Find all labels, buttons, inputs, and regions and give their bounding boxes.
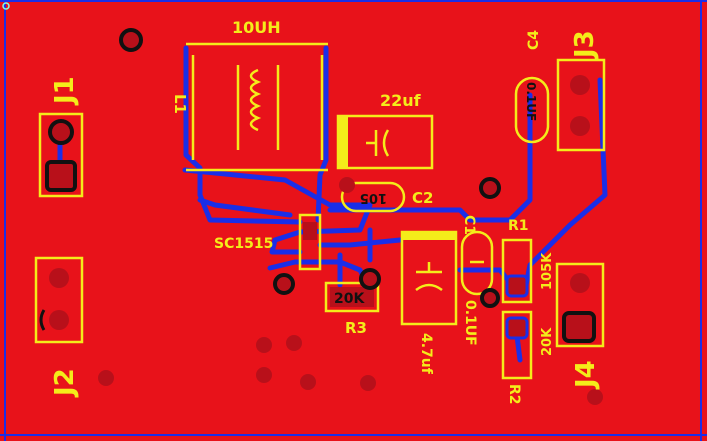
label-R1-value: 105K	[540, 252, 555, 290]
vias	[98, 28, 603, 405]
label-R2-designator: R2	[506, 384, 522, 405]
label-C2-designator: C2	[412, 189, 433, 207]
resistor-R2	[501, 310, 533, 380]
connector-J2	[34, 256, 84, 344]
capacitor-22uf	[336, 114, 434, 170]
label-R1-designator: R1	[508, 218, 529, 234]
capacitor-C2	[340, 181, 406, 213]
label-U1: SC1515	[214, 236, 273, 252]
connector-J4	[555, 262, 605, 348]
label-C4-value: 0.1UF	[524, 82, 538, 121]
label-C1-designator: C1	[461, 215, 477, 235]
inductor-L1	[183, 42, 329, 172]
connector-J1	[38, 112, 84, 198]
label-C1-value: 0.1UF	[462, 300, 478, 346]
ic-U1	[298, 213, 322, 271]
label-L1-value: 10UH	[232, 18, 281, 37]
label-J4: J4	[571, 360, 601, 390]
label-R3-value: 20K	[334, 291, 365, 307]
label-R2-value: 20K	[540, 327, 555, 356]
origin-marker	[2, 2, 10, 10]
label-J2: J2	[50, 368, 80, 398]
label-R3-designator: R3	[345, 319, 367, 337]
label-J1: J1	[50, 76, 80, 106]
capacitor-C4	[514, 76, 550, 144]
label-L1-designator: L1	[171, 94, 189, 114]
label-J3: J3	[570, 30, 600, 60]
label-22uf: 22uf	[380, 91, 422, 110]
capacitor-4-7uf	[400, 230, 458, 326]
resistor-R3	[324, 281, 380, 313]
capacitor-C1	[460, 230, 494, 296]
label-C4-designator: C4	[526, 30, 542, 50]
label-4-7uf: 4.7uf	[418, 333, 434, 375]
label-C2-value: 105	[360, 190, 387, 205]
connector-J3	[556, 58, 606, 152]
resistor-R1	[501, 238, 533, 304]
